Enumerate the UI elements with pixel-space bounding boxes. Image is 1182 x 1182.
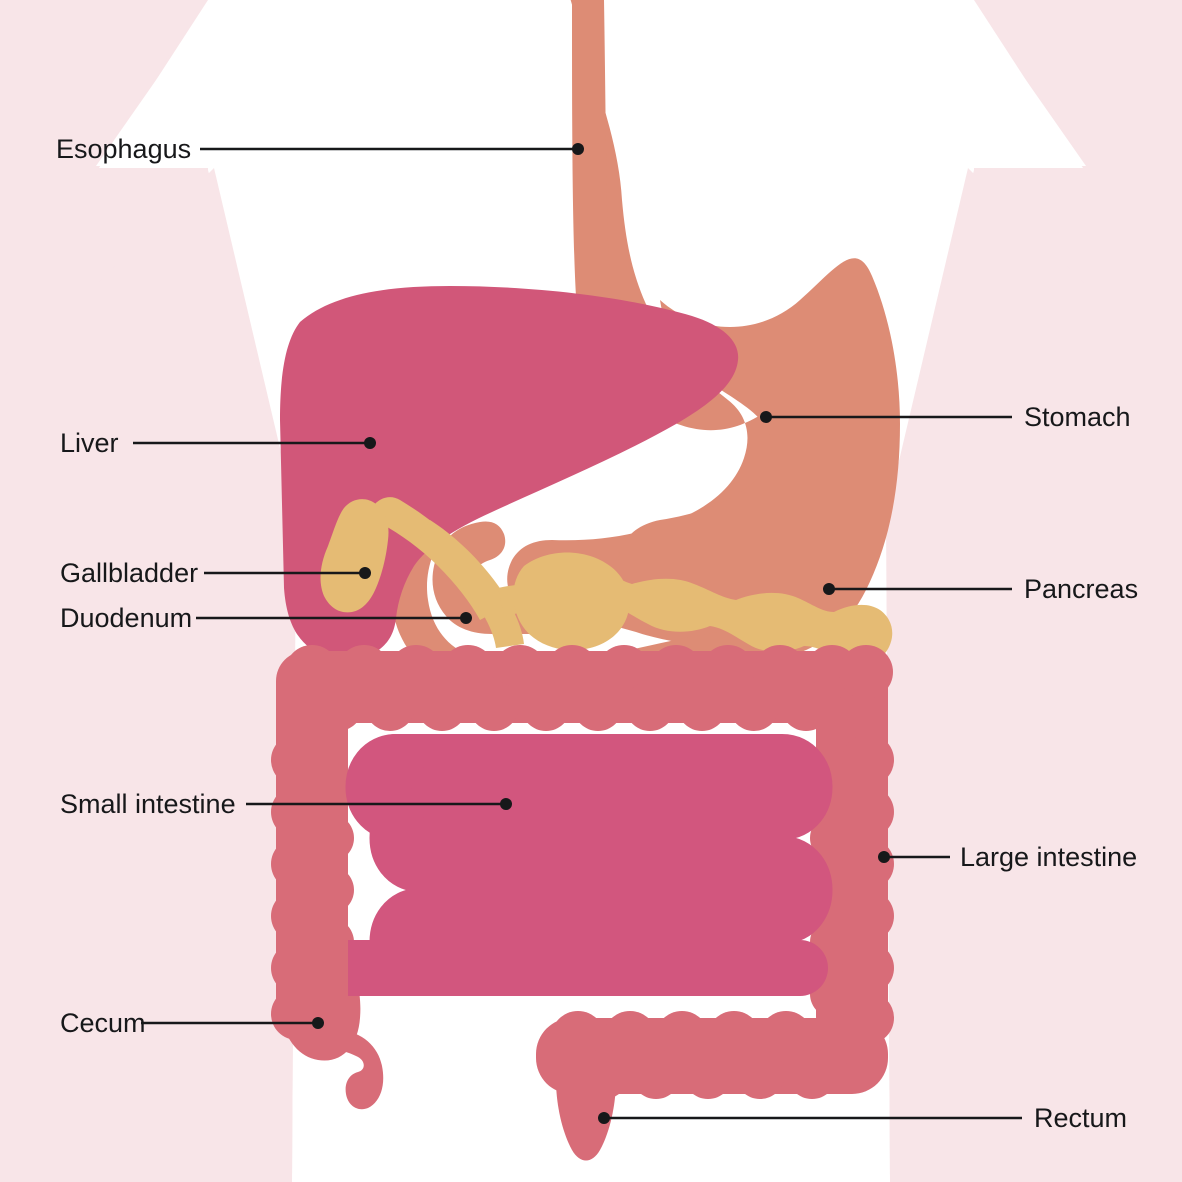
gallbladder-shape: [320, 499, 389, 613]
label-gallbladder: Gallbladder: [60, 558, 199, 588]
label-esophagus: Esophagus: [56, 134, 192, 164]
label-cecum: Cecum: [60, 1008, 146, 1038]
dot-esophagus: [572, 143, 584, 155]
label-duodenum: Duodenum: [60, 603, 193, 633]
dot-small-intestine: [500, 798, 512, 810]
label-pancreas: Pancreas: [1024, 574, 1139, 604]
neck-notch-left: [0, 0, 206, 164]
dot-duodenum: [460, 612, 472, 624]
liver-shape: [280, 286, 739, 661]
label-small-intestine: Small intestine: [60, 789, 236, 819]
dot-rectum: [598, 1112, 610, 1124]
dot-gallbladder: [359, 567, 371, 579]
cystic-duct-shape: [416, 520, 524, 648]
appendix-shape: [334, 1030, 384, 1110]
small-intestine-shape: [345, 734, 833, 996]
dot-large-intestine: [878, 851, 890, 863]
neck-notch-right: [976, 0, 1182, 164]
leader-lines: [133, 147, 1022, 1120]
haustra-right-column: [810, 734, 894, 1044]
rectum-shape: [556, 1080, 616, 1161]
haustra-sigmoid: [551, 1011, 865, 1099]
shoulder-wedge-right: [970, 0, 1086, 166]
dot-cecum: [312, 1017, 324, 1029]
label-stomach: Stomach: [1024, 402, 1131, 432]
arm-band-left: [0, 600, 214, 1182]
haustra-transverse-bottom: [313, 681, 831, 731]
torso-taper-right: [886, 168, 968, 1182]
label-large-intestine: Large intestine: [960, 842, 1138, 872]
large-intestine-shape: [271, 645, 894, 1161]
label-liver: Liver: [60, 428, 119, 458]
dot-pancreas: [823, 583, 835, 595]
arm-wedge-left: [0, 168, 214, 640]
shoulder-wedge-left: [96, 0, 212, 166]
dot-liver: [364, 437, 376, 449]
leader-dots: [312, 143, 890, 1124]
small-intestine-connectors: [348, 940, 468, 996]
label-rectum: Rectum: [1034, 1103, 1128, 1133]
dot-stomach: [760, 411, 772, 423]
arm-wedge-right: [968, 168, 1182, 640]
pancreas-head-lobe: [513, 552, 630, 651]
arm-band-right: [968, 600, 1182, 1182]
